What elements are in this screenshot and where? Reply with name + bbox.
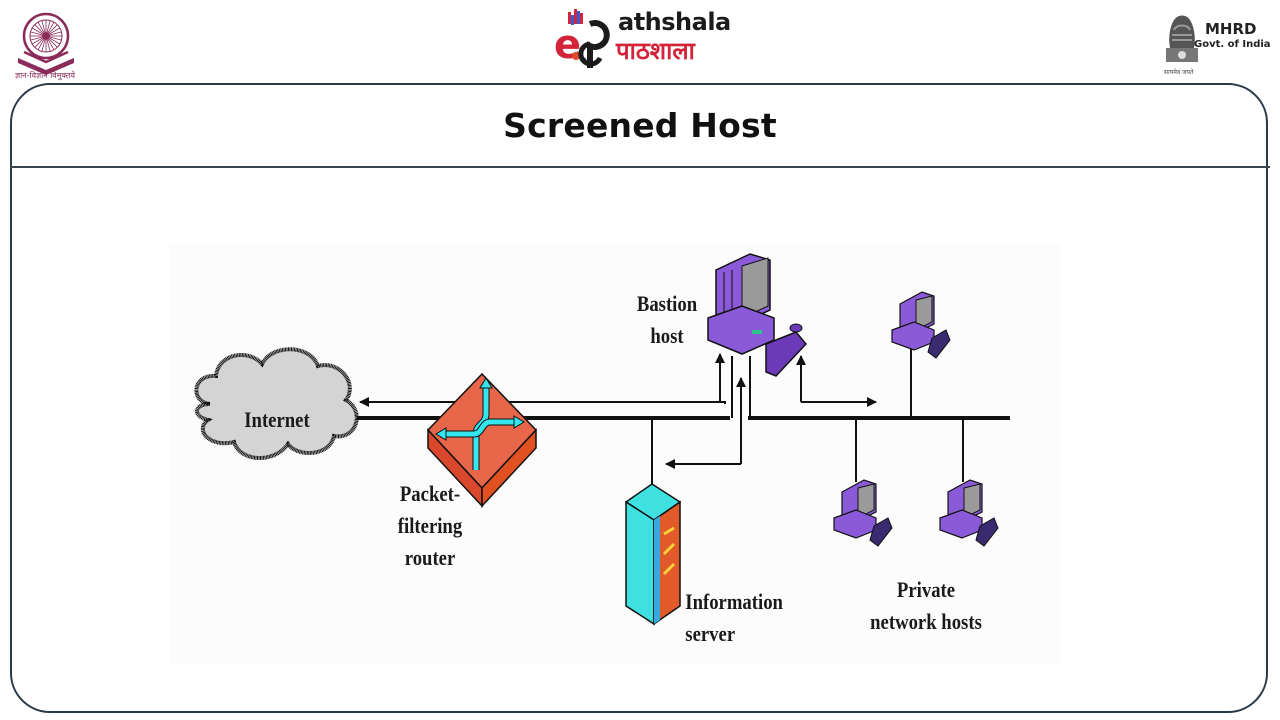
- ugc-motto: ज्ञान-विज्ञान विमुक्तये: [14, 71, 76, 80]
- info-server-label: Information server: [685, 586, 790, 650]
- server-icon: [624, 483, 682, 626]
- epathshala-logo-mark: e: [554, 9, 610, 68]
- router-label-line: filtering: [397, 513, 463, 538]
- wheel-spoke: [49, 27, 61, 35]
- wheel-spoke: [47, 21, 55, 33]
- router-icon: [426, 372, 538, 508]
- bastion-label: Bastion host: [629, 288, 706, 352]
- screened-host-diagram: Internet Packet- filtering router Bastio…: [170, 244, 1060, 664]
- mhrd-title: MHRD: [1205, 20, 1257, 38]
- wheel-spoke: [47, 39, 55, 51]
- wheel-spoke: [34, 38, 44, 48]
- internet-label: Internet: [244, 407, 310, 432]
- router-label: Packet- filtering router: [388, 478, 473, 574]
- private-host-computer-icon: [833, 479, 893, 547]
- private-hosts-label-line: Private: [896, 577, 956, 602]
- wheel-spoke: [49, 36, 62, 41]
- mhrd-subtitle: Govt. of India: [1194, 39, 1271, 50]
- wheel-spoke: [30, 31, 43, 36]
- wheel-spoke: [37, 39, 45, 51]
- wheel-spoke: [34, 24, 44, 34]
- router-label-line: Packet-: [399, 481, 461, 506]
- cloud-icon: [194, 347, 359, 460]
- wheel-spoke: [31, 27, 43, 35]
- ugc-logo: [18, 12, 74, 75]
- info-server-label-line: Information: [685, 589, 783, 614]
- private-hosts-label-line: network hosts: [870, 609, 982, 634]
- wheel-spoke: [37, 21, 45, 33]
- wheel-spoke: [48, 24, 58, 34]
- epathshala-e: e: [554, 22, 581, 68]
- wheel-spoke: [30, 36, 43, 41]
- diagram-canvas: [194, 253, 1010, 626]
- bastion-computer-icon: [707, 253, 808, 377]
- bastion-label-line: Bastion: [636, 291, 698, 316]
- wheel-spoke: [46, 20, 51, 33]
- slide-title: Screened Host: [503, 106, 777, 145]
- epathshala-wordmark-en: athshala: [618, 8, 731, 36]
- wheel-spoke: [41, 39, 46, 52]
- title-divider: [10, 166, 1270, 168]
- wheel-spoke: [31, 37, 43, 45]
- router-label-line: router: [404, 545, 456, 570]
- wheel-spoke: [46, 39, 51, 52]
- wheel-spoke: [49, 37, 61, 45]
- bastion-label-line: host: [650, 323, 684, 348]
- private-hosts-label: Private network hosts: [867, 574, 986, 638]
- slide-frame: [10, 83, 1268, 713]
- flow-router-to-bastion: [530, 353, 725, 403]
- wheel-spoke: [49, 31, 62, 36]
- info-server-label-line: server: [685, 621, 736, 646]
- emblem-motto: सत्यमेव जयते: [1164, 69, 1194, 76]
- private-host-computer-icon: [891, 291, 951, 359]
- national-emblem-icon: [1166, 15, 1198, 62]
- private-host-computer-icon: [939, 479, 999, 547]
- epathshala-wordmark-hi: पाठशाला: [616, 37, 695, 65]
- wheel-spoke: [41, 20, 46, 33]
- wheel-spoke: [48, 38, 58, 48]
